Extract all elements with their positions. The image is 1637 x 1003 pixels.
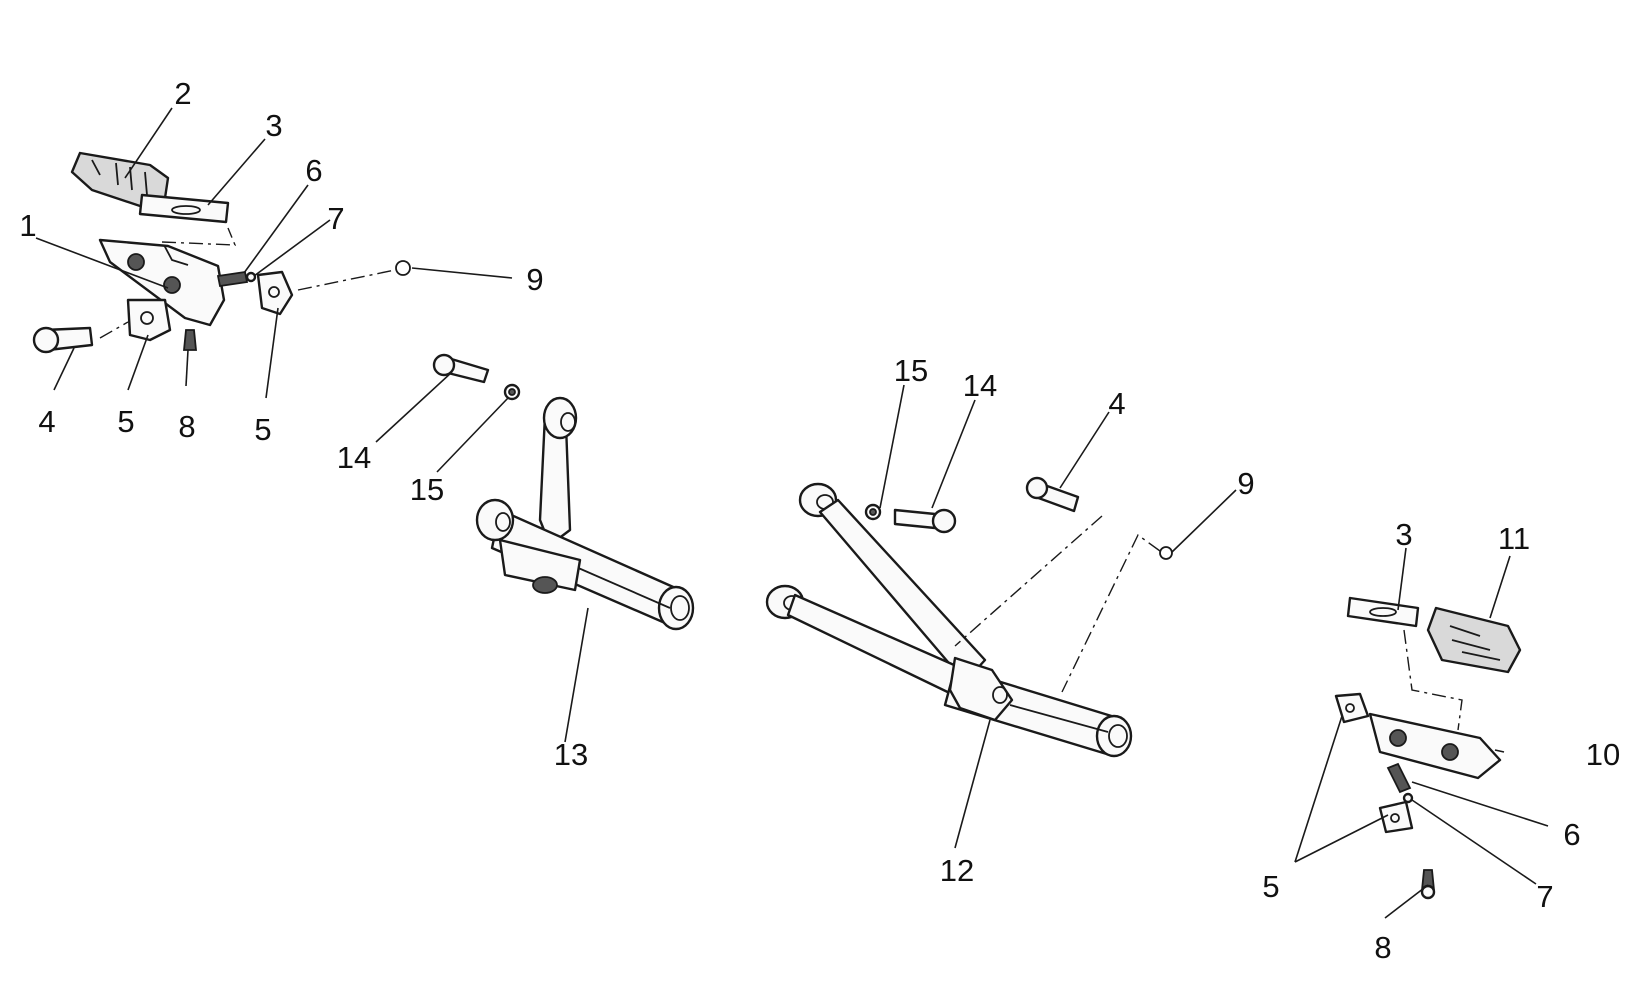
label-13: 13 [554,737,588,772]
label-14: 14 [963,368,997,403]
circlip [395,260,411,276]
screw [183,329,197,351]
label-14: 14 [337,440,371,475]
label-4: 4 [1108,386,1125,421]
label-9: 9 [1237,466,1254,501]
bolt-right [893,508,937,530]
label-7: 7 [1536,879,1553,914]
label-8: 8 [1374,930,1391,965]
label-10: 10 [1586,737,1620,772]
footpeg-plate [138,193,230,224]
bracket-left [126,298,172,342]
label-8: 8 [178,409,195,444]
footpeg-body-right [1368,712,1502,780]
ball-right [1402,792,1414,804]
spring-right [1386,762,1412,794]
bracket-right [256,270,294,316]
label-6: 6 [1563,817,1580,852]
label-2: 2 [174,76,191,111]
ball [245,271,257,283]
label-5: 5 [1262,869,1279,904]
label-12: 12 [940,853,974,888]
leader-lines [35,107,1549,919]
label-3: 3 [265,108,282,143]
bracket-bottom-right [1378,800,1414,834]
label-9: 9 [526,262,543,297]
label-15: 15 [894,353,928,388]
bracket-top-right [1334,692,1370,724]
footpeg-rubber-pad-right [1426,606,1522,674]
label-15: 15 [410,472,444,507]
label-4: 4 [38,404,55,439]
spring [216,270,249,288]
label-5: 5 [117,404,134,439]
right-lever-assembly [765,476,1173,758]
label-6: 6 [305,153,322,188]
label-11: 11 [1498,521,1530,556]
left-footpeg-assembly [32,151,411,354]
label-5: 5 [254,412,271,447]
label-1: 1 [19,208,36,243]
footpeg-plate-right [1346,596,1420,628]
label-7: 7 [327,201,344,236]
right-footpeg-assembly [1334,596,1522,900]
label-3: 3 [1395,517,1412,552]
callout-labels: 2 3 6 7 1 9 4 5 8 5 14 15 13 15 14 4 9 1… [19,76,1620,965]
circlip-right [1159,546,1173,560]
left-lever-assembly [432,353,695,631]
